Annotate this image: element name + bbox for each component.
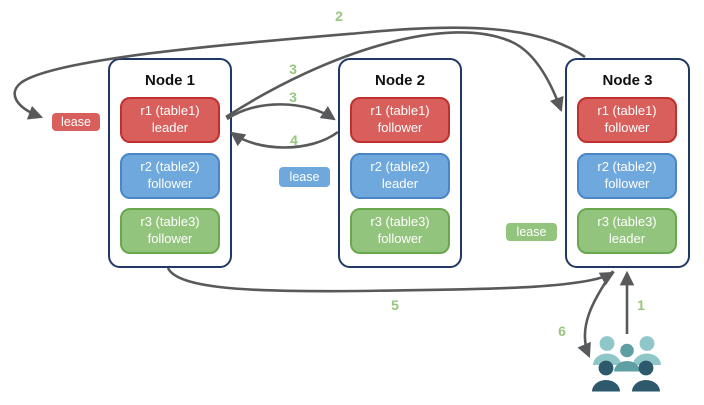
- replica-name: r3 (table3): [140, 214, 200, 230]
- replica-name: r3 (table3): [370, 214, 430, 230]
- replica-role: leader: [151, 120, 189, 135]
- replica-name: r1 (table1): [140, 103, 200, 119]
- user-front-right: [632, 360, 660, 392]
- arrow-step5-node1-to-node3-leader: [166, 267, 615, 293]
- replica-role: leader: [381, 176, 419, 191]
- replica-role: follower: [147, 176, 193, 191]
- step-label-1: 1: [637, 297, 645, 313]
- node3-replica-r2: r2 (table2) follower: [577, 153, 677, 199]
- replica-role: follower: [377, 120, 423, 135]
- step-label-5: 5: [391, 297, 399, 313]
- user-front-left: [592, 360, 620, 392]
- lease-badge-blue: lease: [277, 165, 332, 189]
- node1-replica-r3: r3 (table3) follower: [120, 208, 220, 254]
- replica-role: leader: [608, 231, 646, 246]
- replica-name: r2 (table2): [140, 159, 200, 175]
- lease-badge-red: lease: [50, 111, 102, 133]
- lease-badge-green: lease: [504, 221, 559, 243]
- node3-card: Node 3 r1 (table1) follower r2 (table2) …: [565, 58, 690, 268]
- replica-role: follower: [377, 231, 423, 246]
- replica-name: r2 (table2): [370, 159, 430, 175]
- node2-card: Node 2 r1 (table1) follower r2 (table2) …: [338, 58, 462, 268]
- step-label-3a: 3: [289, 61, 297, 77]
- node2-replica-r3: r3 (table3) follower: [350, 208, 450, 254]
- node1-replica-r2: r2 (table2) follower: [120, 153, 220, 199]
- step-label-3b: 3: [289, 89, 297, 105]
- replica-role: follower: [604, 176, 650, 191]
- replica-role: follower: [604, 120, 650, 135]
- replica-name: r3 (table3): [597, 214, 657, 230]
- node2-replica-r1: r1 (table1) follower: [350, 97, 450, 143]
- users-group-icon: [592, 336, 661, 392]
- node3-title: Node 3: [602, 72, 653, 89]
- node3-replica-r1: r1 (table1) follower: [577, 97, 677, 143]
- user-back-right: [633, 336, 661, 365]
- node3-replica-r3: r3 (table3) leader: [577, 208, 677, 254]
- node1-replica-r1: r1 (table1) leader: [120, 97, 220, 143]
- node1-title: Node 1: [144, 72, 195, 89]
- replica-name: r2 (table2): [597, 159, 657, 175]
- step-label-6: 6: [558, 323, 566, 339]
- replica-name: r1 (table1): [597, 103, 657, 119]
- node2-title: Node 2: [374, 72, 425, 89]
- user-middle: [614, 343, 640, 372]
- node2-replica-r2: r2 (table2) leader: [350, 153, 450, 199]
- user-back-left: [593, 336, 621, 365]
- step-label-4: 4: [290, 132, 298, 148]
- step-label-2: 2: [335, 8, 343, 24]
- replica-name: r1 (table1): [370, 103, 430, 119]
- replica-role: follower: [147, 231, 193, 246]
- node1-card: Node 1 r1 (table1) leader r2 (table2) fo…: [108, 58, 232, 268]
- arrow-step3-leader-to-node2: [226, 103, 336, 121]
